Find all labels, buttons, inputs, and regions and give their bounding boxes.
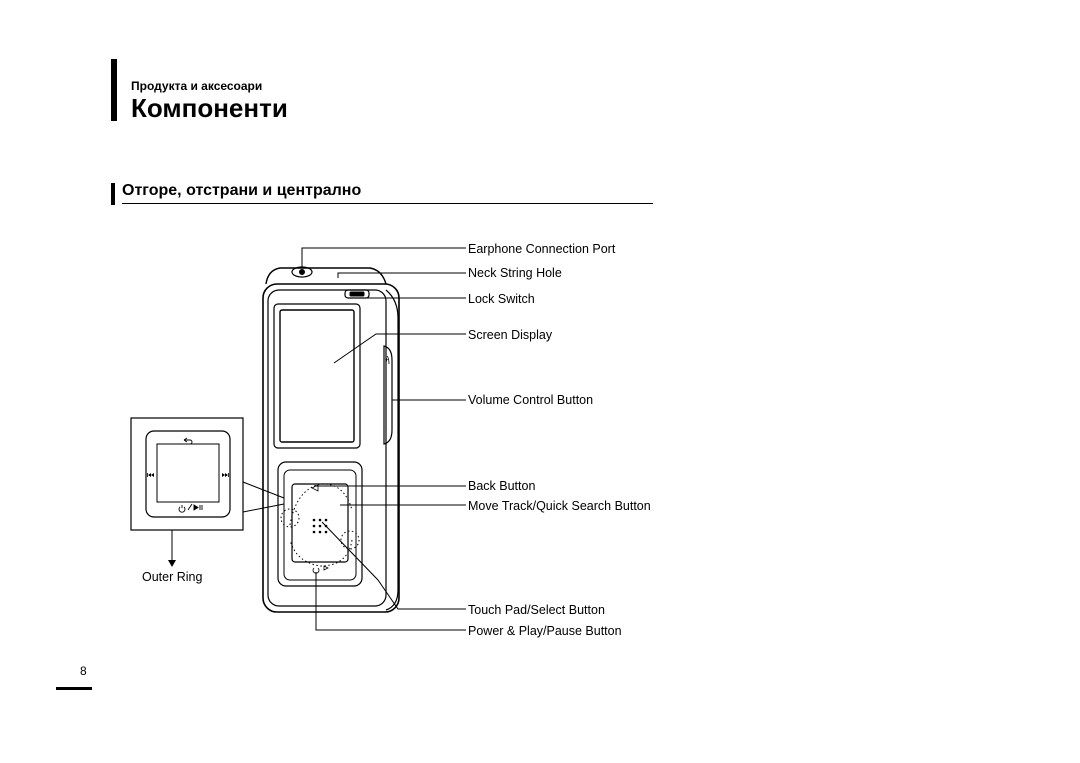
chapter-label: Продукта и аксесоари <box>131 79 263 93</box>
page-number: 8 <box>80 664 87 678</box>
panel-small-icons <box>311 484 329 574</box>
svg-text:+: + <box>385 358 389 364</box>
outer-ring-inset <box>130 417 244 531</box>
outer-ring-arrow <box>168 530 176 567</box>
screen-display <box>273 303 361 449</box>
callout-volume-button: Volume Control Button <box>468 393 594 407</box>
skip-forward-icon <box>222 473 229 477</box>
section-title: Отгоре, отстрани и централно <box>122 182 362 199</box>
callout-move-track-button: Move Track/Quick Search Button <box>468 499 651 513</box>
callout-earphone-port: Earphone Connection Port <box>468 242 616 256</box>
skip-back-icon <box>147 473 154 477</box>
touch-ring-dots <box>280 483 360 567</box>
callout-back-button: Back Button <box>468 479 536 493</box>
callout-power-button: Power & Play/Pause Button <box>468 624 622 638</box>
control-panel <box>277 461 363 587</box>
inset-connector <box>242 481 285 513</box>
back-arrow-icon <box>183 437 193 445</box>
callout-touch-pad: Touch Pad/Select Button <box>468 603 605 617</box>
touch-pad-dots <box>312 518 328 534</box>
page-number-rule <box>56 687 92 690</box>
callout-leaders <box>301 247 466 631</box>
callout-screen-display: Screen Display <box>468 328 553 342</box>
volume-control: + <box>383 345 393 445</box>
header-accent-bar <box>111 59 117 121</box>
page-title: Компоненти <box>131 93 288 123</box>
power-play-pause-icon <box>178 503 203 513</box>
callout-outer-ring: Outer Ring <box>142 570 203 584</box>
player-body <box>262 267 400 613</box>
callout-neck-string-hole: Neck String Hole <box>468 266 562 280</box>
section-accent-bar <box>111 183 115 205</box>
lock-switch <box>344 289 370 299</box>
section-underline <box>122 203 653 204</box>
callout-lock-switch: Lock Switch <box>468 292 535 306</box>
